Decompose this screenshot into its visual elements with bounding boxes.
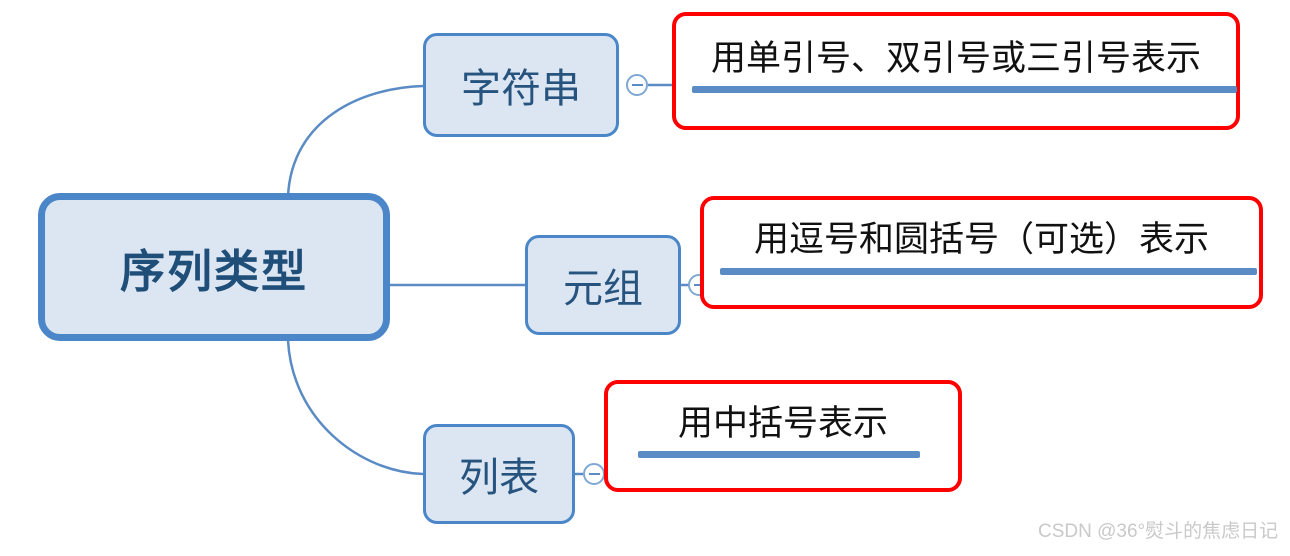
annotation-text-string: 用单引号、双引号或三引号表示 (710, 38, 1201, 78)
annotation-callout-string: 用单引号、双引号或三引号表示 (672, 12, 1240, 130)
annotation-callout-list: 用中括号表示 (604, 380, 962, 492)
annotation-text-tuple: 用逗号和圆括号（可选）表示 (753, 220, 1209, 260)
minus-circle-icon-list[interactable] (583, 463, 605, 485)
minus-bar (631, 84, 643, 86)
mindmap-node-list-label: 列表 (459, 456, 539, 500)
annotation-text-list: 用中括号表示 (677, 403, 888, 443)
connector-root-to-list (286, 339, 424, 476)
minus-bar (693, 284, 705, 286)
mindmap-root-label: 序列类型 (119, 245, 308, 297)
annotation-underline-string (692, 86, 1237, 94)
mindmap-node-string[interactable]: 字符串 (423, 33, 619, 137)
mindmap-node-list[interactable]: 列表 (423, 424, 575, 524)
connector-root-to-string (286, 84, 424, 197)
annotation-underline-list (638, 451, 920, 459)
watermark: CSDN @36°熨斗的焦虑日记 (1038, 521, 1279, 542)
mindmap-node-string-label: 字符串 (461, 67, 581, 111)
mindmap-node-tuple[interactable]: 元组 (525, 235, 681, 335)
mindmap-root-node[interactable]: 序列类型 (38, 193, 390, 341)
annotation-underline-tuple (720, 267, 1257, 275)
minus-bar (588, 473, 600, 475)
mindmap-node-tuple-label: 元组 (563, 267, 643, 311)
annotation-callout-tuple: 用逗号和圆括号（可选）表示 (700, 196, 1263, 309)
minus-circle-icon-string[interactable] (626, 74, 648, 96)
